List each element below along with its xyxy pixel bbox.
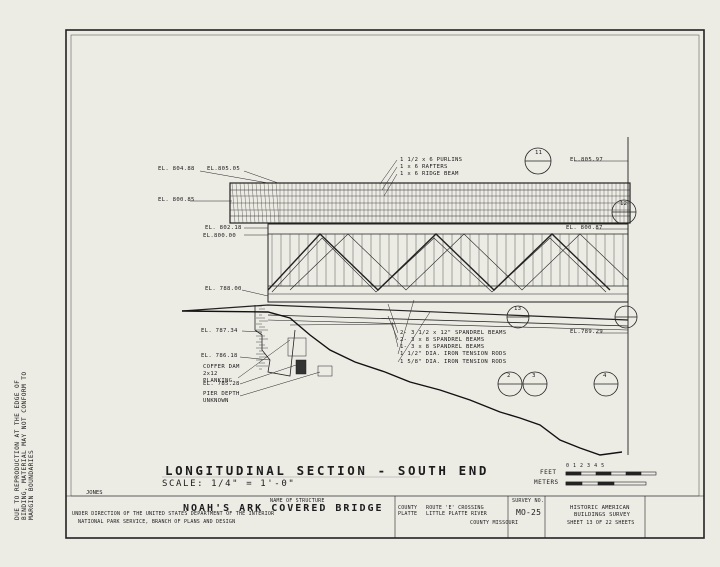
label-el-787-34: EL. 787.34 [201, 328, 238, 334]
title-block-lines [66, 495, 704, 538]
truss-verticals [271, 234, 624, 286]
detail-number-13: 13 [514, 306, 522, 312]
roof-rafter-line [247, 182, 252, 224]
label-el-789-29: EL.789.29 [570, 329, 604, 335]
callout-coffer-dam: COFFER DAM 2x12 PLANKING [203, 364, 240, 384]
state-label: COUNTY MISSOURI [470, 520, 519, 526]
label-el-800-87: EL. 800.87 [566, 225, 603, 231]
callout-spandrel-3: 1- 3 x 8 SPANDREL BEAMS [400, 344, 485, 350]
margin-note-text: DUE TO REPRODUCTION AT THE EDGE OF BINDI… [14, 371, 35, 520]
margin-note: DUE TO REPRODUCTION AT THE EDGE OF BINDI… [14, 370, 74, 520]
structure-name: NOAH'S ARK COVERED BRIDGE [183, 503, 384, 514]
survey-no-caption: SURVEY NO. [512, 498, 545, 504]
name-of-structure-caption: NAME OF STRUCTURE [270, 498, 325, 504]
detail-number-11: 11 [535, 150, 543, 156]
drawing-scale: SCALE: 1/4" = 1'-0" [162, 479, 296, 489]
scale-bar-meters-label: METERS [534, 479, 559, 486]
sheet-number: SHEET 13 OF 22 SHEETS [567, 520, 635, 526]
habs-line-1: HISTORIC AMERICAN [570, 505, 630, 511]
roof-rafter-line [235, 182, 240, 224]
callout-iron-rods-2: 1 5/8" DIA. IRON TENSION RODS [400, 359, 507, 365]
roof-rafter-line [243, 182, 248, 224]
agency-line-1: UNDER DIRECTION OF THE UNITED STATES DEP… [72, 511, 275, 517]
scale-bar-ticks: 0 1 2 3 4 5 [566, 463, 605, 469]
drawing-title: LONGITUDINAL SECTION - SOUTH END [165, 463, 490, 478]
pier-footing [287, 337, 333, 377]
roof-rafter-line [239, 182, 244, 224]
label-el-805-97: EL.805.97 [570, 157, 604, 163]
drafter-name: JONES [86, 490, 103, 496]
callout-pier-depth: PIER DEPTH UNKNOWN [203, 391, 240, 404]
roof-rafter-line [271, 182, 276, 224]
agency-line-2: NATIONAL PARK SERVICE, BRANCH OF PLANS A… [78, 519, 236, 525]
detail-marker-13 [506, 305, 638, 329]
section-number-4: 4 [603, 373, 607, 379]
roof-rafter-line [275, 182, 280, 224]
callout-iron-rods-1: 1 1/2" DIA. IRON TENSION RODS [400, 351, 507, 357]
survey-number: MO-25 [516, 508, 542, 517]
label-el-805-05: EL.805.05 [207, 166, 241, 172]
callout-ridge-beam: 1 x 6 RIDGE BEAM [400, 171, 459, 177]
roof-rafter-line [259, 182, 264, 224]
detail-number-12: 12 [620, 201, 628, 207]
label-el-800-85: EL. 800.85 [158, 197, 195, 203]
stone-abutment [254, 305, 296, 377]
scale-bar [565, 471, 657, 486]
label-el-785-28: EL. 785.28 [203, 381, 240, 387]
truss-diagonals [267, 233, 629, 293]
callout-rafters: 1 x 6 RAFTERS [400, 164, 448, 170]
spandrel-beams [181, 304, 629, 331]
roof-rafter-line [231, 182, 236, 224]
detail-marker-12 [611, 199, 637, 225]
detail-marker-11 [524, 147, 552, 175]
roof-rafter-line [263, 182, 268, 224]
callout-spandrel-2: 2- 3 x 8 SPANDREL BEAMS [400, 337, 485, 343]
section-markers-bottom [497, 371, 619, 397]
scale-bar-feet-label: FEET [540, 469, 557, 476]
label-el-804-88: EL. 804.88 [158, 166, 195, 172]
ground-profile [181, 310, 623, 456]
section-number-3: 3 [532, 373, 536, 379]
callout-spandrel-1: 2- 3 1/2 x 12" SPANDREL BEAMS [400, 330, 507, 336]
roof-hatch [231, 182, 629, 224]
leader-lines [190, 159, 628, 397]
roof-structure [229, 182, 631, 224]
habs-line-2: BUILDINGS SURVEY [574, 512, 631, 518]
label-el-788-00: EL. 788.00 [205, 286, 242, 292]
roof-rafter-line [267, 182, 272, 224]
label-el-800-00: EL.800.00 [203, 233, 237, 239]
location-label: ROUTE 'E' CROSSING LITTLE PLATTE RIVER [426, 505, 487, 517]
label-el-802-18: EL. 802.18 [205, 225, 242, 231]
county-label: COUNTY PLATTE [398, 505, 418, 517]
roof-rafter-line [255, 182, 260, 224]
sheet-border-outer [65, 29, 705, 539]
roof-rafter-line [251, 182, 256, 224]
label-el-786-18: EL. 786.18 [201, 353, 238, 359]
section-number-2: 2 [507, 373, 511, 379]
callout-purlins: 1 1/2 x 6 PURLINS [400, 157, 463, 163]
